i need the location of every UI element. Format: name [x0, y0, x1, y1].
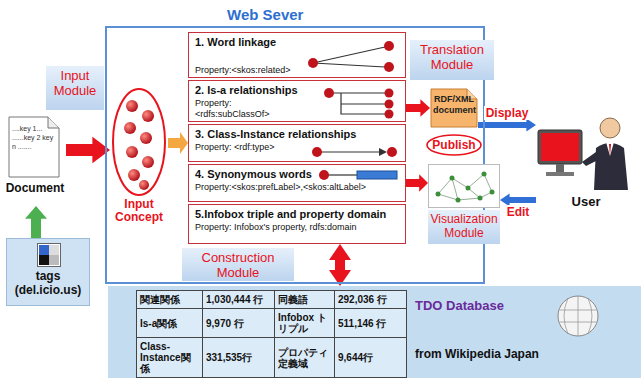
arrow-connector [25, 206, 47, 238]
edge-label: Edit [505, 205, 532, 219]
process-box: 4. Synonymous wordsProperty:<skos:prefLa… [188, 164, 406, 202]
table-cell: Infobox トリプル [275, 309, 335, 338]
node-title: TDO Database [415, 298, 635, 313]
node-text: Property:<skos:prefLabel>,<skos:altLabel… [195, 182, 399, 193]
arrow-connector [66, 137, 110, 163]
graph-image [428, 164, 500, 208]
wikipedia-globe [556, 294, 600, 338]
table-cell: 511,146 行 [335, 309, 407, 338]
table-cell: プロパティ定義域 [275, 338, 335, 378]
node-text: Property: <rdfs:subClassOf> [195, 98, 285, 120]
node-title: 1. Word linkage [195, 35, 399, 49]
node-title: Translation Module [412, 43, 492, 73]
arrow-connector [329, 244, 351, 286]
input-concept-oval: Input Concept [110, 86, 168, 236]
module-label: Input Module [46, 66, 104, 110]
table-cell: 関連関係 [137, 291, 203, 309]
node-title: User [536, 194, 636, 209]
synonym-figure [317, 168, 401, 182]
arrow-connector [168, 132, 188, 154]
process-box: 1. Word linkageProperty:<skos:related> [188, 32, 406, 78]
arrow-connector [406, 174, 428, 192]
node-title: Web Sever [107, 6, 483, 23]
rdf-document: RDF/XML document [430, 88, 478, 128]
table-cell: 9,644行 [335, 338, 407, 378]
node-text: from Wikipedia Japan [415, 347, 635, 361]
table-cell: Is-a関係 [137, 309, 203, 338]
concept-oval [110, 86, 168, 198]
table-cell: 331,535行 [203, 338, 275, 378]
node-text: Document [4, 181, 66, 195]
node-title: 2. Is-a relationships [195, 83, 399, 97]
process-box: 3. Class-Instance relationshipsProperty:… [188, 124, 406, 162]
instance-figure [309, 143, 399, 161]
node-title: Publish [426, 134, 482, 156]
isa-tree-figure [319, 84, 399, 120]
node-title: 5.Infobox triple and property domain [195, 207, 399, 221]
arrow-connector [478, 118, 536, 131]
module-label: Construction Module [182, 248, 294, 281]
node-title: 4. Synonymous words [195, 167, 399, 181]
node-title: Input Module [48, 69, 102, 99]
tags-icon [37, 243, 61, 267]
node-text: Property:<skos:related> [195, 65, 399, 76]
linkage-figure [299, 39, 399, 75]
arrow-connector [406, 99, 430, 117]
node-title: Visualization Module [428, 210, 500, 244]
table-cell: Class-Instance関係 [137, 338, 203, 378]
tags-box: tags (del.icio.us) [6, 238, 90, 306]
table-cell: 同義語 [275, 291, 335, 309]
table-cell: 292,036 行 [335, 291, 407, 309]
document-node: ....key 1... ......key 2 key n ....... Do… [4, 116, 66, 206]
node-text: Property: Infobox's property, rdfs:domai… [195, 222, 399, 233]
visualization-module: Visualization Module [428, 164, 500, 250]
table-cell: 1,030,444 行 [203, 291, 275, 309]
node-title: ....key 1... ......key 2 key n ....... [4, 116, 66, 178]
module-label: Translation Module [410, 40, 494, 80]
node-title: Construction Module [184, 251, 292, 281]
node-title: Input Concept [110, 198, 168, 224]
node-title: 3. Class-Instance relationships [195, 127, 399, 141]
count-table: 関連関係1,030,444 行同義語292,036 行 Is-a関係9,970 行… [136, 290, 407, 378]
user-node: User [536, 112, 636, 212]
node-title: tags (del.icio.us) [7, 269, 89, 297]
process-box: 2. Is-a relationshipsProperty: <rdfs:sub… [188, 80, 406, 122]
node-title: RDF/XML document [433, 94, 475, 116]
table-cell: 9,970 行 [203, 309, 275, 338]
user-illustration [536, 112, 636, 192]
publish-oval: Publish [426, 134, 482, 156]
node-text: Property: <rdf:type> [195, 142, 305, 153]
process-box: 5.Infobox triple and property domainProp… [188, 204, 406, 244]
edge-label: Display [484, 106, 531, 120]
